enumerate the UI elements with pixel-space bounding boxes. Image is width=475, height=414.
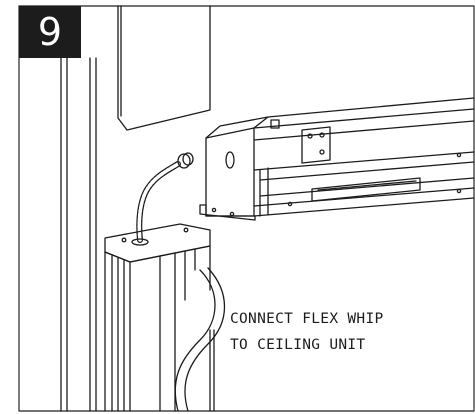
caption-line-2: TO CEILING UNIT	[230, 337, 366, 353]
left-wall-post	[60, 57, 97, 412]
ceiling-panel	[117, 5, 211, 131]
caption-line-1: CONNECT FLEX WHIP	[230, 311, 384, 327]
step-number-badge: 9	[19, 6, 81, 58]
instruction-caption: CONNECT FLEX WHIP TO CEILING UNIT	[230, 306, 460, 358]
ceiling-unit	[199, 97, 475, 221]
column-unit	[104, 223, 226, 412]
flex-whip	[131, 152, 194, 246]
panel-frame	[18, 5, 475, 412]
